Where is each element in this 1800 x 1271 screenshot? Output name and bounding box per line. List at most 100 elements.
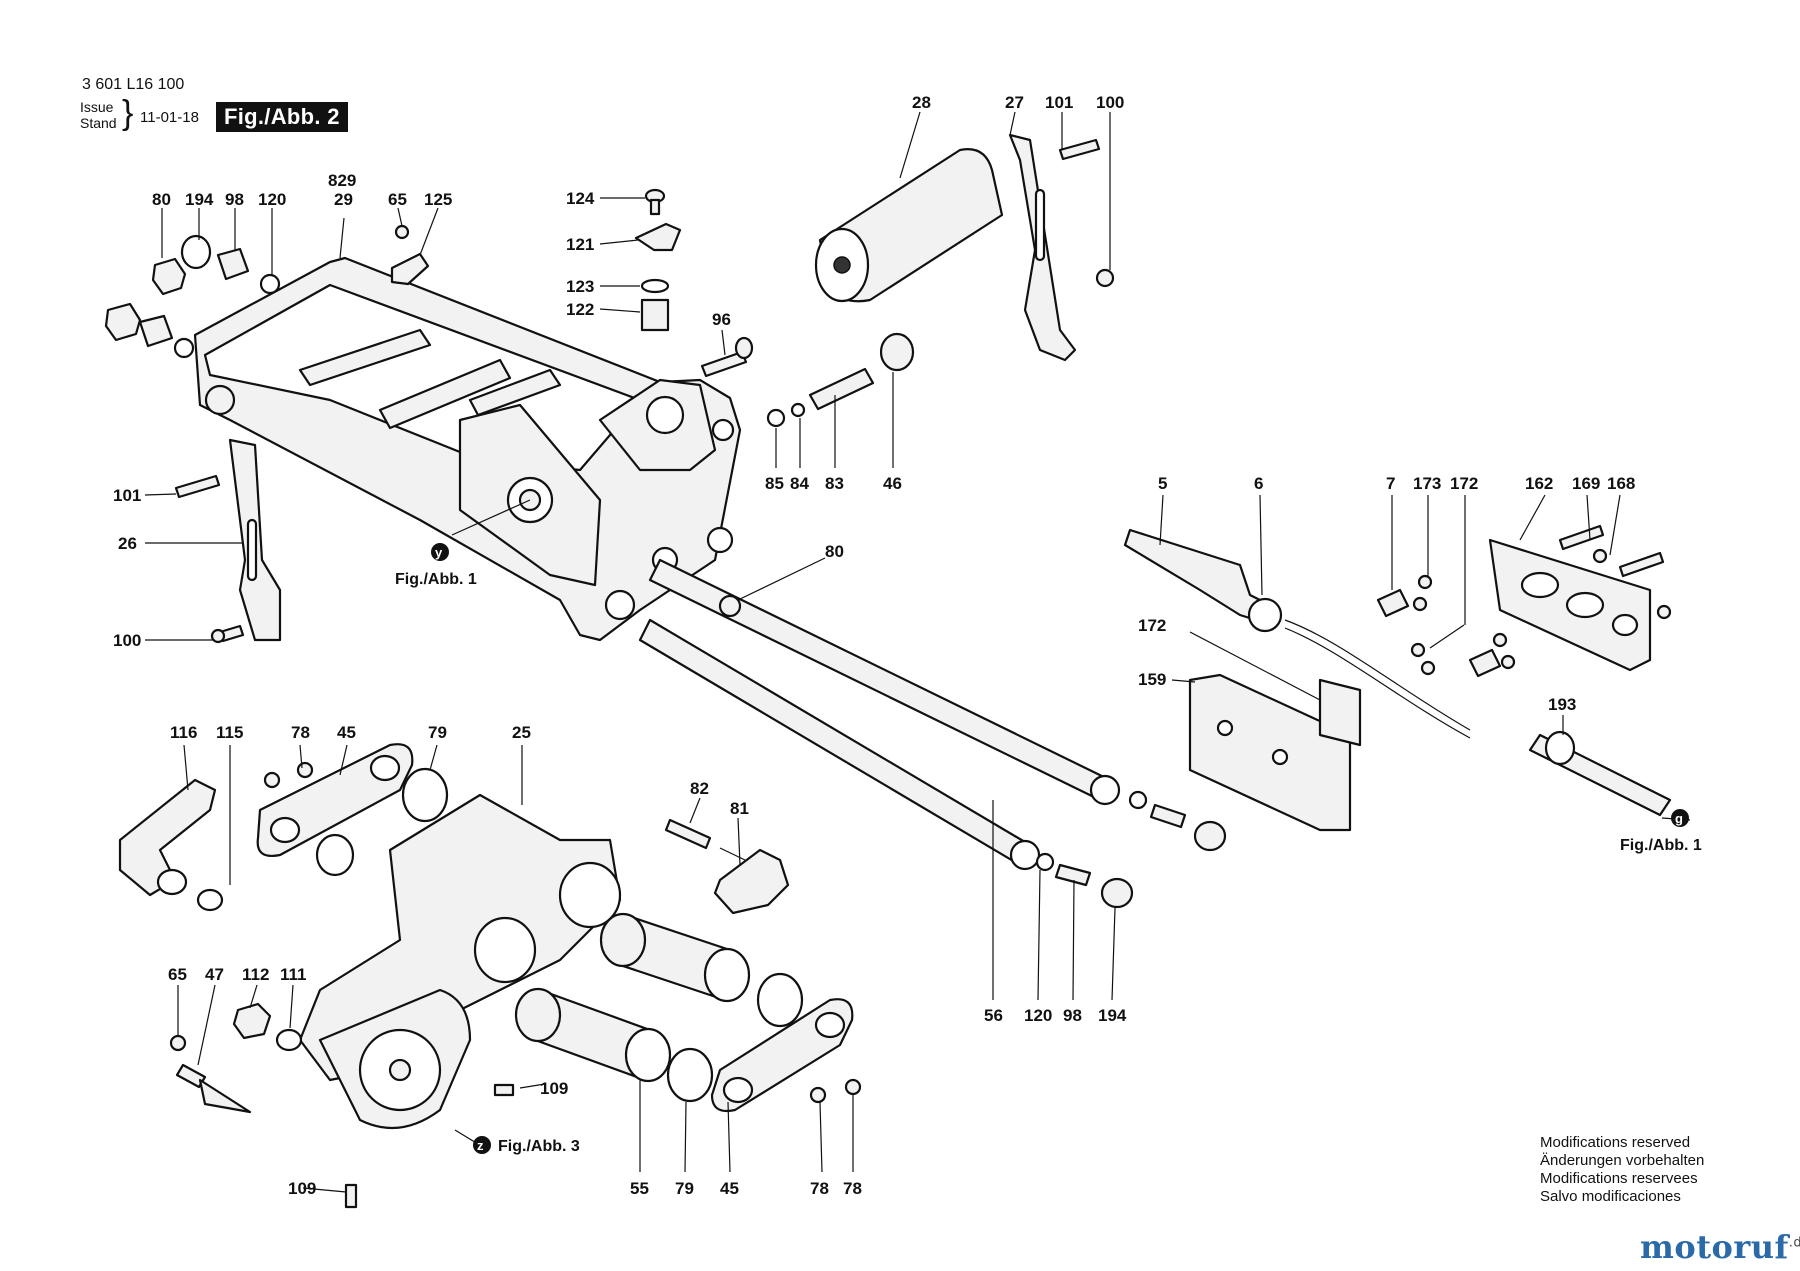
callout-5: 5 [1158,474,1167,493]
callout-79-bottom: 79 [675,1179,694,1198]
callout-45-top: 45 [337,723,356,742]
callout-109-bottom: 109 [288,1179,316,1198]
callout-172-left: 172 [1138,616,1166,635]
callout-98-bottom: 98 [1063,1006,1082,1025]
ref-y-letter: y [435,545,443,560]
guide-rods [638,558,1121,871]
callout-96: 96 [712,310,731,329]
clip-part-125 [390,224,430,286]
callout-82: 82 [690,779,709,798]
bolt-part-96 [700,336,754,378]
callout-25: 25 [512,723,531,742]
callout-109-mid: 109 [540,1079,568,1098]
callout-172-top: 172 [1450,474,1478,493]
callout-829: 829 [328,171,356,190]
watermark-brand: motoruf [1640,1228,1789,1266]
callout-162: 162 [1525,474,1553,493]
housing-part-29 [193,256,742,642]
notice-line-4: Salvo modificaciones [1540,1188,1681,1205]
callout-169: 169 [1572,474,1600,493]
ref-g: g Fig./Abb. 1 [1620,809,1702,854]
notice-line-3: Modifications reservees [1540,1170,1698,1187]
ref-y-text: Fig./Abb. 1 [395,571,477,588]
carriage-part-25 [298,793,622,1130]
issue-stand-labels: Issue Stand [80,99,117,131]
stand-label: Stand [80,115,117,131]
callout-100-top: 100 [1096,93,1124,112]
bracket-part-27 [1008,133,1115,362]
callout-123: 123 [566,277,594,296]
callout-27: 27 [1005,93,1024,112]
handle-part-28 [814,148,1004,303]
callout-122: 122 [566,300,594,319]
callout-120-bottom: 120 [1024,1006,1052,1025]
callout-193: 193 [1548,695,1576,714]
callout-81: 81 [730,799,749,818]
callout-125: 125 [424,190,452,209]
callout-101-left: 101 [113,486,141,505]
callout-56: 56 [984,1006,1003,1025]
callout-111: 111 [280,965,307,984]
callout-28: 28 [912,93,931,112]
callout-98-left: 98 [225,190,244,209]
ref-z-letter: z [477,1138,484,1153]
callout-55: 55 [630,1179,649,1198]
lever-part-116 [118,778,224,912]
knob-part-81 [664,818,790,915]
callout-29: 29 [334,190,353,209]
callout-168: 168 [1607,474,1635,493]
header-brace: } [122,94,134,132]
callout-120-left: 120 [258,190,286,209]
callout-115: 115 [216,723,243,742]
issue-label: Issue [80,99,114,115]
callout-80-left: 80 [152,190,171,209]
figure-title: Fig./Abb. 2 [216,102,348,132]
mount-block-part-159 [1188,673,1362,832]
callout-84: 84 [790,474,809,493]
callout-79-top: 79 [428,723,447,742]
callout-65-top: 65 [388,190,407,209]
rod-end-fasteners [1035,790,1227,909]
callout-45-bottom: 45 [720,1179,739,1198]
callout-121: 121 [566,235,594,254]
shaft-group-83 [766,332,915,428]
ref-z: z Fig./Abb. 3 [473,1136,580,1155]
callout-100-left: 100 [113,631,141,650]
switch-housing-part-162 [1488,538,1652,672]
bottom-left-small-parts [169,1002,515,1209]
callout-46: 46 [883,474,902,493]
watermark-suffix: .de [1788,1235,1800,1251]
leader-lines [144,111,1691,1193]
callout-80-mid: 80 [825,542,844,561]
ref-g-text: Fig./Abb. 1 [1620,837,1702,854]
notice-line-2: Änderungen vorbehalten [1540,1152,1705,1169]
part-number: 3 601 L16 100 [82,76,185,93]
switch-screws [1376,524,1672,678]
modifications-notice: Modifications reserved Änderungen vorbeh… [1540,1134,1704,1206]
plate-part-45-top [256,743,449,877]
callout-7: 7 [1386,474,1395,493]
callout-78-top: 78 [291,723,310,742]
callout-194-left: 194 [185,190,214,209]
callout-78-bottom-2: 78 [843,1179,862,1198]
callout-47: 47 [205,965,224,984]
callout-159: 159 [1138,670,1166,689]
bushing-pair-55 [514,912,751,1083]
callout-101-top: 101 [1045,93,1073,112]
callout-83: 83 [825,474,844,493]
ref-y: y Fig./Abb. 1 [395,543,477,588]
knob-spring-group [634,188,682,332]
cable-assembly [1123,528,1672,817]
callout-194-bottom: 194 [1098,1006,1127,1025]
callout-6: 6 [1254,474,1263,493]
callout-labels: 28 27 101 100 80 194 98 120 829 29 65 12… [113,93,1635,1198]
callout-85: 85 [765,474,784,493]
callout-112: 112 [242,965,269,984]
issue-date: 11-01-18 [140,109,199,126]
plate-part-45-bottom [666,972,862,1113]
callout-78-bottom-1: 78 [810,1179,829,1198]
callout-124: 124 [566,189,595,208]
callout-26: 26 [118,534,137,553]
ref-g-letter: g [1675,811,1683,826]
